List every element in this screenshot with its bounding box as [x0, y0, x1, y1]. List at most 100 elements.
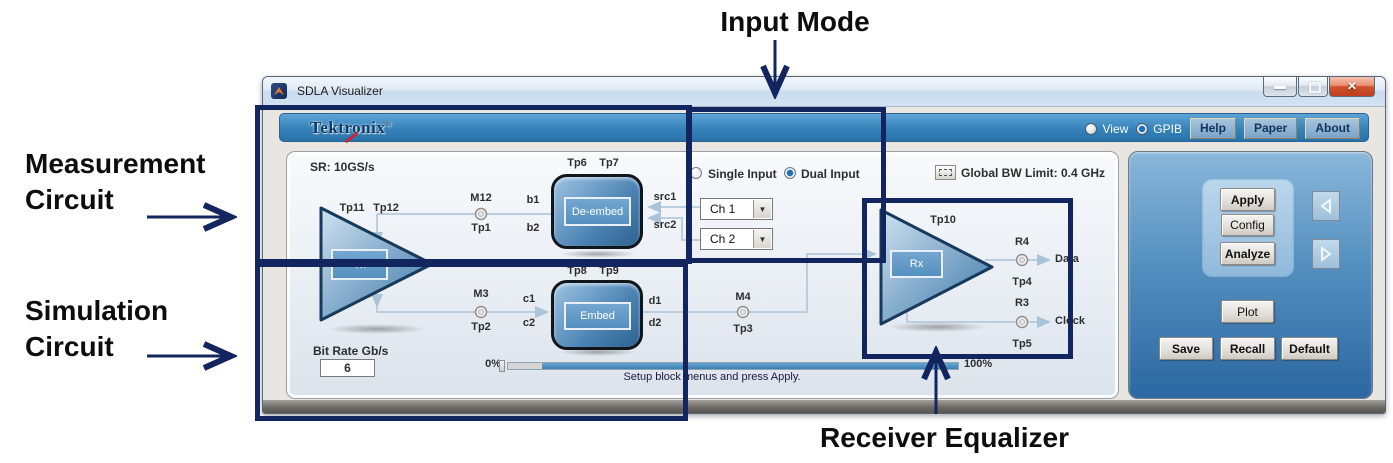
dashed-rect-icon — [939, 169, 952, 176]
tp2-label: Tp2 — [471, 321, 491, 333]
next-button[interactable] — [1312, 239, 1340, 269]
help-button[interactable]: Help — [1189, 118, 1236, 139]
toolbar-right-group: View GPIB Help Paper About — [1085, 114, 1360, 143]
dual-input-radio[interactable] — [784, 167, 796, 179]
data-label: Data — [1055, 253, 1079, 265]
annotation-input-mode: Input Mode — [720, 6, 870, 37]
ch2-dropdown-button[interactable]: ▼ — [753, 230, 771, 248]
tp6-label: Tp6 — [567, 157, 587, 169]
c2-label: c2 — [522, 317, 536, 329]
tp4-label: Tp4 — [1012, 276, 1032, 288]
annotation-measurement-circuit: Measurement Circuit — [25, 148, 206, 215]
gpib-radio[interactable]: GPIB — [1136, 122, 1182, 136]
control-panel: Apply Config Analyze Plot Save Recall De… — [1128, 151, 1373, 399]
m4-label: M4 — [735, 291, 751, 303]
recall-button[interactable]: Recall — [1220, 337, 1275, 360]
deembed-label: De-embed — [571, 205, 624, 218]
view-radio-label: View — [1102, 121, 1129, 136]
minimize-icon — [1274, 86, 1286, 89]
config-button[interactable]: Config — [1221, 214, 1274, 236]
chevron-down-icon: ▼ — [758, 234, 767, 244]
minimize-button[interactable] — [1263, 77, 1297, 97]
tp8-label: Tp8 — [567, 265, 587, 277]
matlab-app-icon — [271, 83, 287, 99]
progress-fill — [542, 363, 958, 369]
view-radio-circle — [1085, 122, 1098, 135]
m3-label: M3 — [473, 288, 489, 300]
view-radio[interactable]: View — [1085, 122, 1128, 136]
analyze-button[interactable]: Analyze — [1220, 242, 1275, 265]
paper-button[interactable]: Paper — [1243, 118, 1298, 139]
tp7-label: Tp7 — [599, 157, 619, 169]
embed-shadow — [559, 348, 637, 356]
global-bw-label: Global BW Limit: 0.4 GHz — [961, 166, 1106, 180]
window-title: SDLA Visualizer — [297, 84, 383, 98]
progress-bar — [507, 362, 959, 370]
annotation-simulation-circuit: Simulation Circuit — [25, 295, 169, 362]
rx-label: Rx — [909, 258, 924, 270]
prev-button[interactable] — [1312, 191, 1340, 221]
tp1-label: Tp1 — [471, 222, 491, 234]
annotation-receiver-equalizer: Receiver Equalizer — [820, 422, 1070, 453]
progress-end-label: 100% — [964, 358, 993, 370]
default-button[interactable]: Default — [1281, 337, 1338, 360]
clock-label: Clock — [1055, 315, 1085, 327]
sample-rate-label: SR: 10GS/s — [310, 160, 375, 174]
save-button[interactable]: Save — [1159, 337, 1213, 360]
ch1-dropdown[interactable]: Ch 1 ▼ — [700, 198, 773, 220]
window-bottom-frame — [263, 400, 1385, 413]
registered-mark: ® — [385, 119, 392, 129]
gpib-radio-circle — [1136, 122, 1149, 135]
progress-knob[interactable] — [499, 360, 505, 372]
tp9-label: Tp9 — [599, 265, 619, 277]
progress-start-label: 0% — [485, 358, 501, 370]
triangle-right-icon — [1321, 246, 1332, 262]
global-bw-button[interactable] — [935, 165, 956, 180]
bit-rate-input[interactable] — [320, 359, 375, 377]
bit-rate-label: Bit Rate Gb/s — [313, 344, 389, 358]
deembed-shadow — [559, 250, 637, 258]
status-message: Setup block menus and press Apply. — [623, 371, 801, 383]
tp3-label: Tp3 — [733, 323, 753, 335]
embed-block-button[interactable]: Embed — [564, 302, 631, 330]
tp10-label: Tp10 — [930, 214, 956, 226]
single-input-label: Single Input — [708, 167, 777, 181]
tp12-label: Tp12 — [373, 202, 399, 214]
m12-label: M12 — [470, 192, 492, 204]
rx-block-button[interactable]: Rx — [890, 250, 943, 278]
maximize-button[interactable] — [1298, 77, 1328, 97]
r3-label: R3 — [1014, 297, 1030, 309]
b2-label: b2 — [526, 222, 540, 234]
d2-label: d2 — [648, 317, 662, 329]
src2-label: src2 — [653, 219, 677, 231]
rx-shadow — [887, 322, 987, 332]
title-bar[interactable]: SDLA Visualizer ✕ — [263, 77, 1385, 107]
tx-shadow — [327, 324, 427, 334]
close-icon: ✕ — [1346, 79, 1358, 93]
gpib-radio-label: GPIB — [1153, 121, 1182, 136]
tx-block-button[interactable]: Tx — [331, 249, 388, 280]
ch1-value: Ch 1 — [710, 202, 736, 216]
deembed-block-button[interactable]: De-embed — [564, 197, 631, 226]
tektronix-logo: Tektronix® — [310, 118, 392, 137]
maximize-icon — [1309, 82, 1321, 93]
src1-label: src1 — [653, 191, 677, 203]
diagram-panel: Tx De-embed Embed Rx SR: 10GS/s Tp11 Tp1… — [286, 151, 1119, 399]
tp11-label: Tp11 — [339, 202, 365, 214]
d1-label: d1 — [648, 295, 662, 307]
r4-label: R4 — [1014, 236, 1030, 248]
chevron-down-icon: ▼ — [758, 204, 767, 214]
ch1-dropdown-button[interactable]: ▼ — [753, 200, 771, 218]
apply-button[interactable]: Apply — [1220, 188, 1275, 211]
about-button[interactable]: About — [1305, 118, 1360, 139]
close-button[interactable]: ✕ — [1329, 77, 1375, 97]
embed-label: Embed — [580, 310, 615, 322]
single-input-radio[interactable] — [690, 167, 702, 179]
plot-button[interactable]: Plot — [1221, 300, 1274, 323]
app-window: SDLA Visualizer ✕ Tektronix® View — [262, 76, 1386, 414]
c1-label: c1 — [522, 293, 536, 305]
b1-label: b1 — [526, 194, 540, 206]
tp5-label: Tp5 — [1012, 338, 1032, 350]
ch2-dropdown[interactable]: Ch 2 ▼ — [700, 228, 773, 250]
